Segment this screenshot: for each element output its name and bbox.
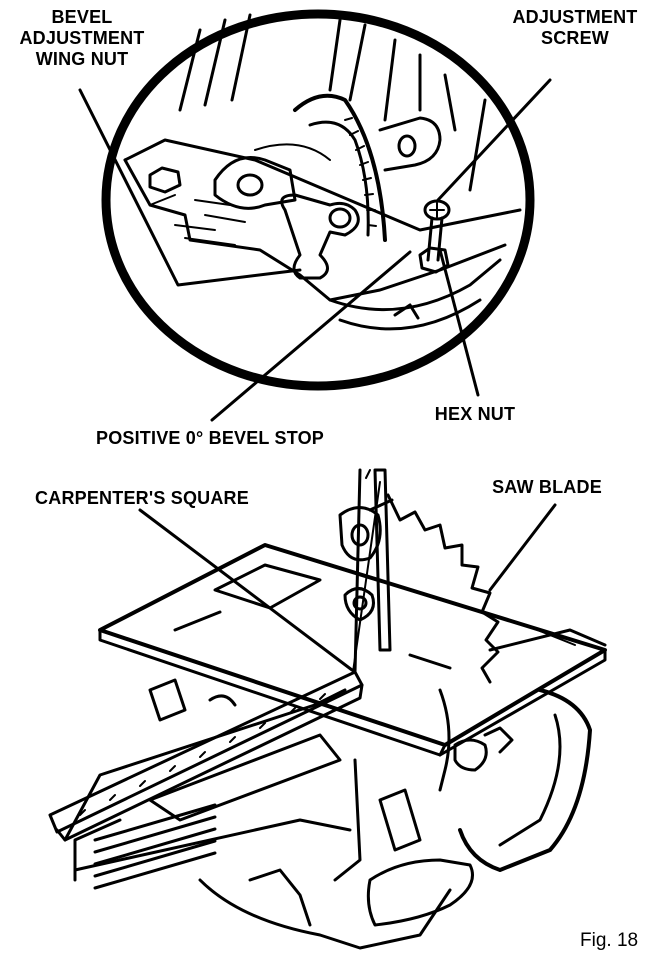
figure-number: Fig. 18 [580,930,639,951]
bevel-label-line-1: BEVEL [51,7,113,27]
hex-nut-label: HEX NUT [434,404,516,424]
bevel-adjustment-wing-nut-label: BEVEL ADJUSTMENT WING NUT [8,7,156,70]
saw-blade-label: SAW BLADE [492,477,602,497]
bevel-label-line-3: WING NUT [35,49,129,69]
adjustment-screw-label: ADJUSTMENT SCREW [500,7,650,49]
leader-lines [78,78,557,672]
adjustment-screw-line-1: ADJUSTMENT [512,7,638,27]
carpenters-square-label: CARPENTER'S SQUARE [35,488,249,508]
adjustment-screw-line-2: SCREW [541,28,609,48]
saw-illustration [48,468,607,950]
bevel-label-line-2: ADJUSTMENT [19,28,145,48]
positive-bevel-stop-label: POSITIVE 0° BEVEL STOP [95,428,324,448]
